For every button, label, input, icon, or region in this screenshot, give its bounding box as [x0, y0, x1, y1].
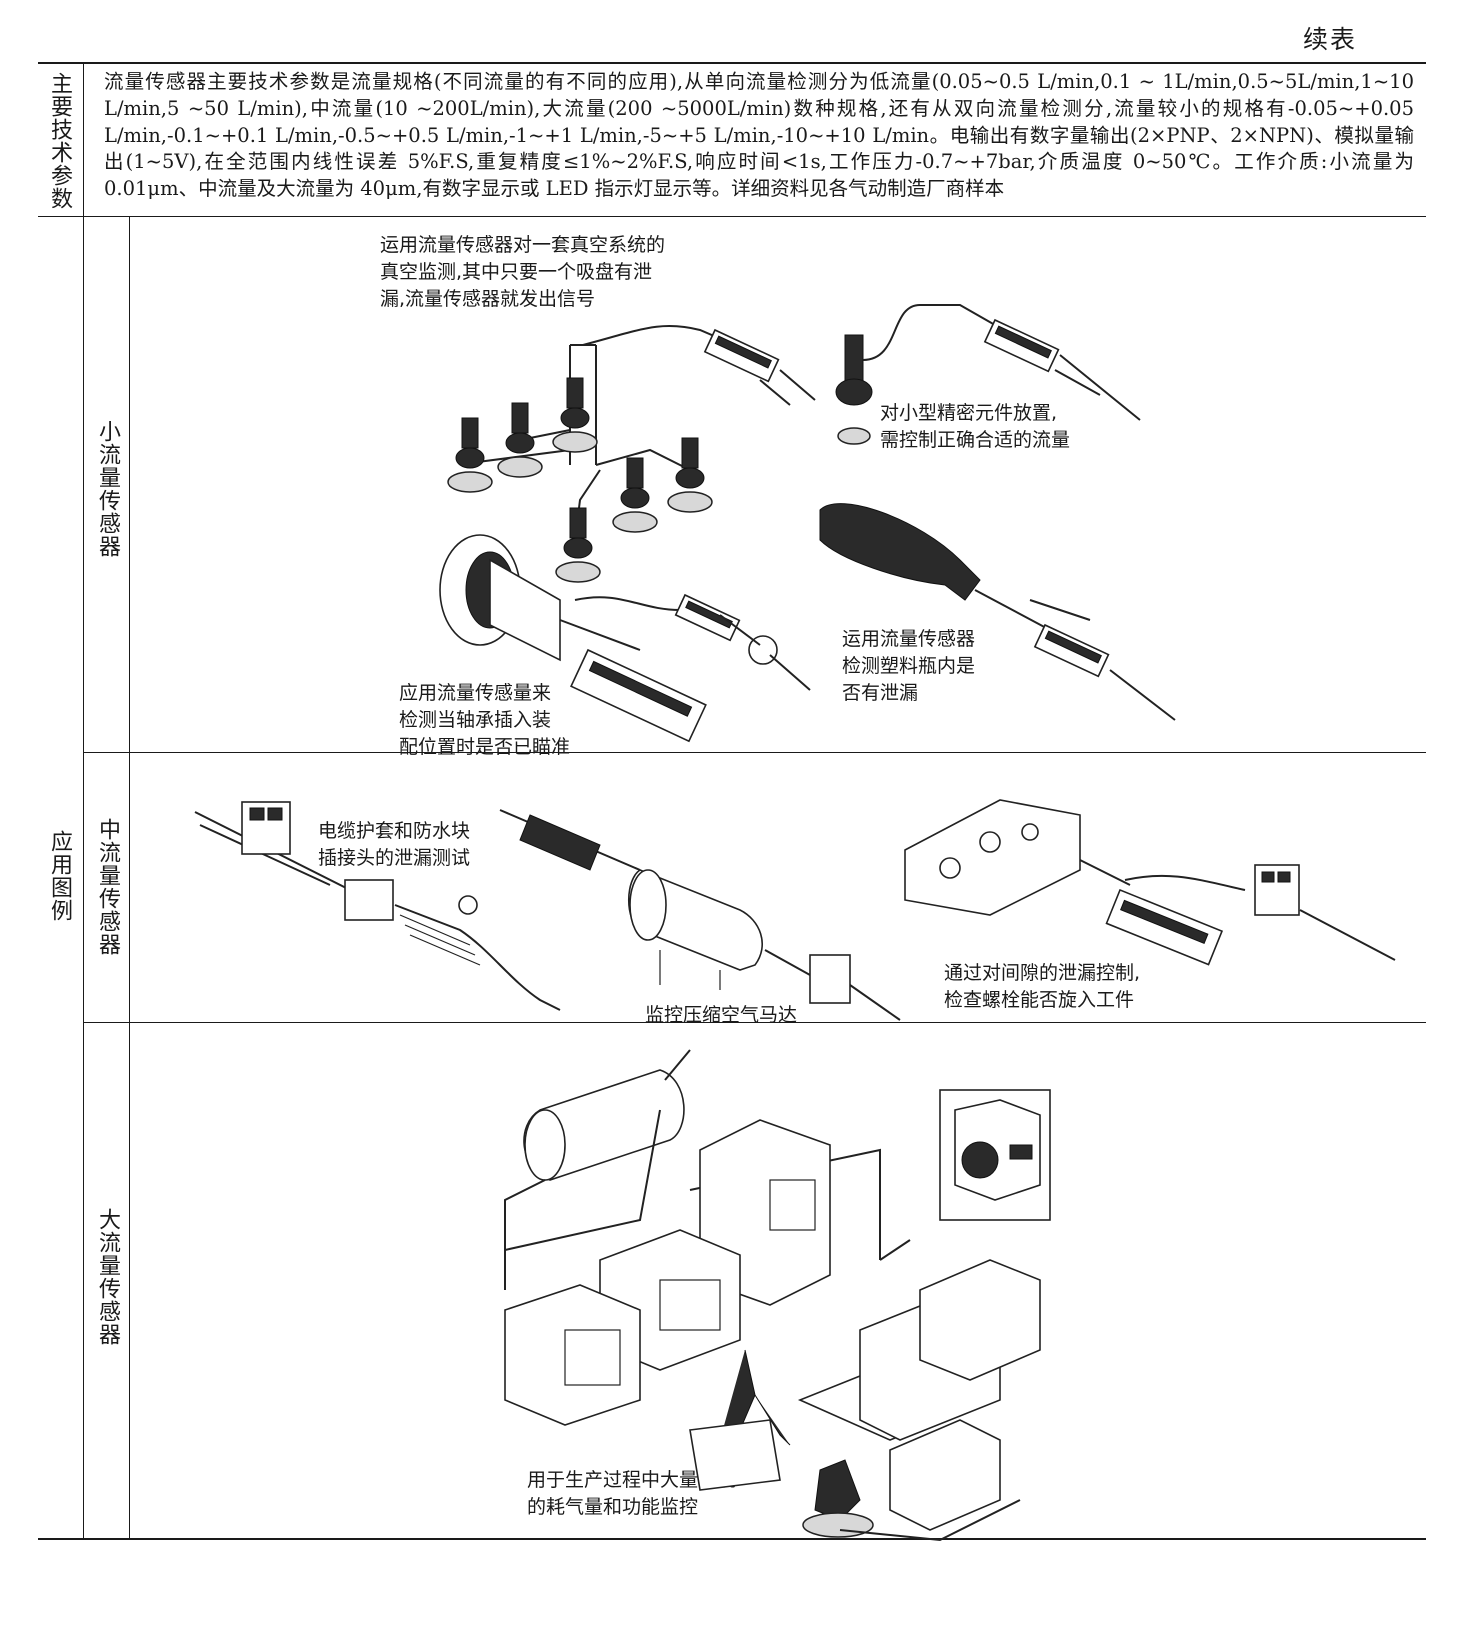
params-text: 流量传感器主要技术参数是流量规格(不同流量的有不同的应用),从单向流量检测分为低…	[104, 70, 1414, 201]
cable-leak-test-illustration	[194, 801, 561, 1011]
caption-air-motor: 监控压缩空气马达	[645, 1004, 798, 1026]
table-bottom-rule	[38, 1538, 1426, 1540]
table-top-rule	[38, 62, 1426, 64]
continued-label: 续表	[1302, 25, 1357, 54]
col-divider-2	[129, 217, 130, 1539]
large-flow-label: 大流量传感器	[95, 1208, 120, 1346]
vacuum-system-illustration	[447, 325, 816, 583]
small-flow-label: 小流量传感器	[95, 420, 120, 558]
caption-precision-parts: 对小型精密元件放置, 需控制正确合适的流量	[880, 402, 1071, 451]
suction-cup-group	[447, 377, 713, 583]
bearing-illustration	[439, 534, 811, 743]
caption-vacuum-system: 运用流量传感器对一套真空系统的 真空监测,其中只要一个吸盘有泄 漏,流量传感器就…	[380, 234, 666, 310]
bottle-illustration	[819, 503, 1176, 721]
caption-bottle-leak: 运用流量传感器 检测塑料瓶内是 否有泄漏	[842, 628, 976, 704]
precision-placement-illustration	[835, 304, 1141, 445]
col-divider-1	[83, 63, 84, 1539]
row-divider-small	[84, 752, 1426, 753]
medium-flow-label: 中流量传感器	[95, 818, 120, 956]
caption-bearing-alignment: 应用流量传感量来 检测当轴承插入装 配位置时是否已瞄准	[399, 682, 571, 758]
production-line-illustration	[504, 1049, 1051, 1542]
examples-row-label: 应用图例	[47, 830, 72, 922]
caption-bolt-check: 通过对间隙的泄漏控制, 检查螺栓能否旋入工件	[944, 962, 1141, 1011]
caption-cable-leak-test: 电缆护套和防水块 插接头的泄漏测试	[318, 820, 471, 869]
air-motor-illustration	[499, 809, 901, 1021]
caption-production-monitoring: 用于生产过程中大量系统 的耗气量和功能监控	[527, 1469, 737, 1518]
row-divider-medium	[84, 1022, 1426, 1023]
bolt-check-illustration	[904, 799, 1396, 966]
row-divider-params	[38, 216, 1426, 217]
params-row-label: 主要技术参数	[47, 72, 72, 210]
